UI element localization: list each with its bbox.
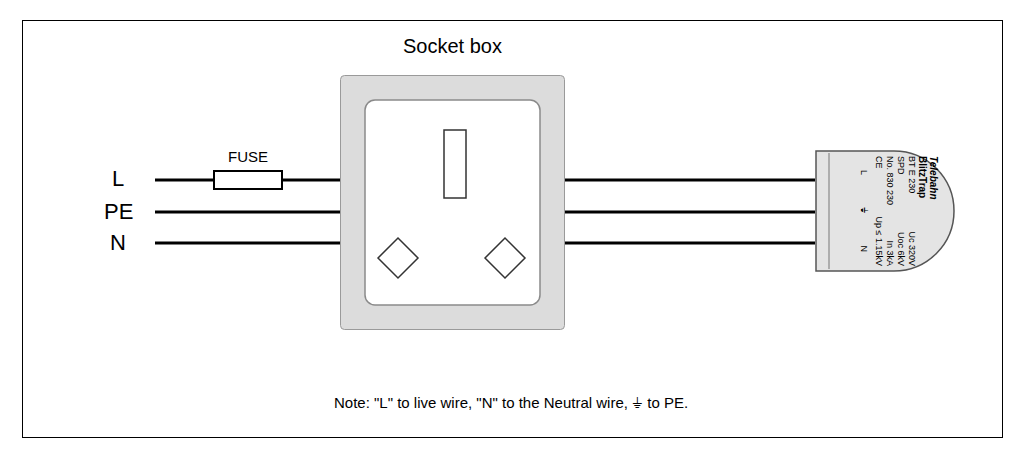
terminal-label: L	[858, 170, 869, 175]
spd-print: TelebahnBlitzTrapBT E 230 Uc 320V SPD Uoc 6…	[819, 150, 943, 272]
device-marking: CE	[873, 156, 884, 169]
device-marking: Uc 320V	[906, 231, 917, 266]
fuse-box: FUSE	[213, 170, 283, 190]
spd-body	[816, 151, 954, 271]
device-marking: BT E 230	[906, 156, 917, 193]
device-marking: In 3kA	[884, 240, 895, 266]
spd-print-row: CE Up ≤ 1.15kV	[873, 156, 884, 266]
earth-slot	[444, 130, 466, 198]
device-marking: Telebahn	[928, 156, 939, 200]
socket-box: Socket box	[340, 75, 565, 330]
wire-name: PE	[104, 199, 133, 225]
wire-connector	[565, 211, 815, 214]
terminal-label: ⏚	[858, 207, 869, 213]
device-marking: SPD	[895, 156, 906, 175]
device-marking: BlitzTrap	[917, 156, 928, 198]
device-marking: Uoc 6kV	[895, 232, 906, 266]
spd-print-row: Telebahn	[928, 156, 939, 266]
neutral-slot	[378, 238, 418, 278]
spd-print-row: BlitzTrap	[917, 156, 928, 266]
socket-title: Socket box	[403, 35, 502, 58]
live-slot	[485, 238, 525, 278]
device-marking: Up ≤ 1.15kV	[873, 217, 884, 266]
outer-frame	[23, 21, 1003, 438]
wire-connector	[565, 179, 815, 182]
neutral-wire	[155, 242, 340, 245]
spd-print-row: No. 830 230 In 3kA	[884, 156, 895, 266]
note-text: Note: "L" to live wire, "N" to the Neutr…	[334, 394, 688, 412]
device-marking: No. 830 230	[884, 156, 895, 205]
fuse-label: FUSE	[228, 148, 268, 165]
spd-device: TelebahnBlitzTrapBT E 230 Uc 320V SPD Uoc 6…	[815, 150, 955, 272]
spd-terminal-edge	[829, 153, 830, 269]
wire-connector	[565, 242, 815, 245]
socket-plate	[341, 76, 565, 330]
socket-face	[340, 75, 565, 330]
socket-face-inner	[365, 100, 540, 305]
live-wire	[155, 179, 213, 182]
wire-name: L	[112, 166, 124, 192]
terminal-label: N	[858, 245, 869, 252]
spd-print-row: SPD Uoc 6kV	[895, 156, 906, 266]
spd-print-row: L ⏚ N	[858, 156, 869, 266]
earth-wire	[155, 211, 340, 214]
wire-name: N	[110, 230, 126, 256]
spd-print-row: BT E 230 Uc 320V	[906, 156, 917, 266]
wire-connector	[283, 179, 340, 182]
